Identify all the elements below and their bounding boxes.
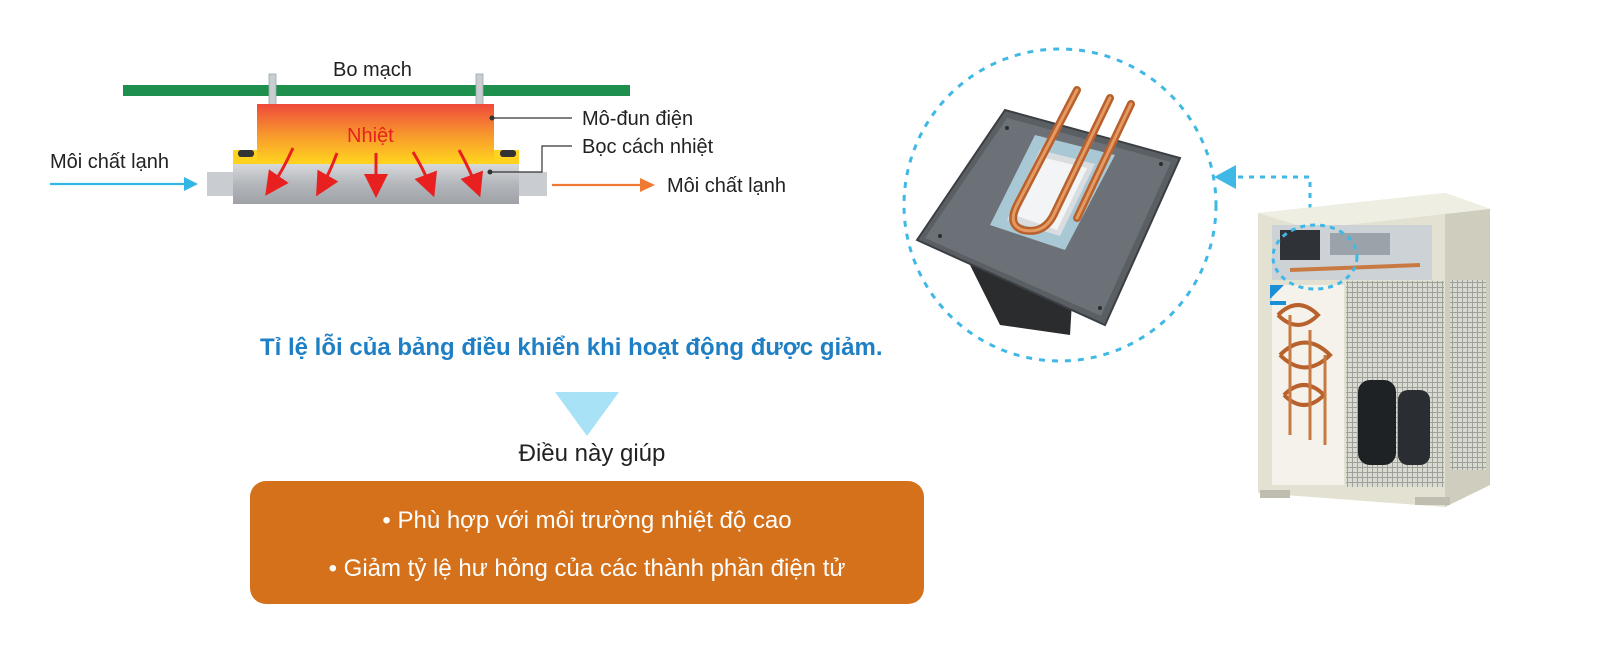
electric-module xyxy=(257,104,494,162)
benefit-box: • Phù hợp với môi trường nhiệt độ cao • … xyxy=(250,481,924,604)
circuit-board xyxy=(123,85,630,96)
refrigerant-in-arrowhead xyxy=(184,177,198,191)
benefit-item: • Giảm tỷ lệ hư hỏng của các thành phần … xyxy=(328,555,846,582)
board-pin xyxy=(268,73,277,107)
refrigerant-out-arrowhead xyxy=(640,178,655,192)
intro-text: Điều này giúp xyxy=(518,440,666,467)
cooled-plate-image xyxy=(902,47,1218,363)
label-refrigerant-out: Môi chất lạnh xyxy=(667,175,786,197)
label-heat: Nhiệt xyxy=(347,125,394,147)
screw xyxy=(500,150,516,157)
benefit-item: • Phù hợp với môi trường nhiệt độ cao xyxy=(382,507,792,534)
heat-arrow xyxy=(265,147,295,196)
down-triangle xyxy=(555,392,619,436)
leader-dot xyxy=(489,115,495,121)
cooling-schematic xyxy=(50,73,655,204)
heat-arrow xyxy=(316,152,339,197)
pipe-end xyxy=(517,172,547,196)
heat-arrow xyxy=(457,149,484,198)
heat-arrow xyxy=(411,151,438,198)
label-refrigerant-in: Môi chất lạnh xyxy=(50,151,169,173)
label-insulation: Bọc cách nhiệt xyxy=(582,136,714,158)
label-electric-module: Mô-đun điện xyxy=(582,108,694,130)
headline: Tỉ lệ lỗi của bảng điều khiển khi hoạt đ… xyxy=(260,334,883,361)
leader-line-insulation xyxy=(490,145,572,173)
pipe-end xyxy=(207,172,235,196)
outdoor-unit-image xyxy=(1258,193,1490,507)
board-pin xyxy=(475,73,484,107)
label-circuit-board: Bo mạch xyxy=(333,59,412,81)
callout-connector xyxy=(1214,165,1312,220)
screw xyxy=(238,150,254,157)
leader-dot xyxy=(487,169,493,175)
